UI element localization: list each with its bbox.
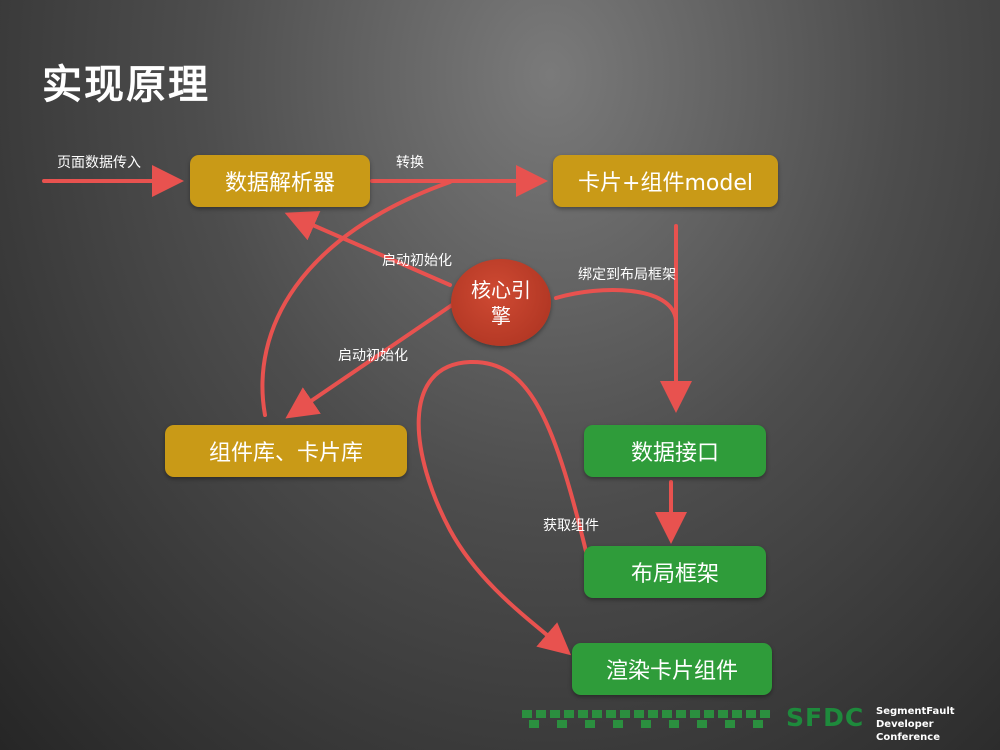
curve-library-convert [260, 180, 452, 417]
footer-pattern [522, 710, 770, 728]
library-node: 组件库、卡片库 [165, 425, 407, 477]
conference-line1: SegmentFault [876, 706, 955, 717]
curve-bind [554, 288, 678, 322]
layout-frame-label: 布局框架 [630, 562, 719, 587]
parser-node: 数据解析器 [190, 155, 370, 207]
conference-line2: Developer Conference [876, 719, 941, 743]
edge-label-convert: 转换 [396, 155, 424, 171]
arrow-init-library [285, 303, 454, 419]
parser-label: 数据解析器 [224, 171, 335, 196]
sfdc-logo: SFDC [786, 703, 865, 732]
engine-label: 核心引擎 [471, 277, 531, 328]
card-model-label: 卡片+组件model [578, 171, 753, 196]
conference-name: SegmentFault Developer Conference [876, 705, 1000, 744]
arrow-init-parser [284, 210, 452, 287]
edge-label-bind: 绑定到布局框架 [578, 267, 676, 283]
data-interface-label: 数据接口 [630, 441, 719, 466]
engine-node: 核心引擎 [451, 259, 551, 346]
data-interface-node: 数据接口 [584, 425, 766, 477]
library-label: 组件库、卡片库 [208, 441, 363, 466]
render-node: 渲染卡片组件 [572, 643, 772, 695]
edge-label-init-top: 启动初始化 [382, 253, 452, 269]
card-model-node: 卡片+组件model [553, 155, 778, 207]
layout-frame-node: 布局框架 [584, 546, 766, 598]
edge-label-get-component: 获取组件 [543, 518, 599, 534]
curve-get-component [416, 359, 592, 656]
edge-label-input: 页面数据传入 [57, 155, 141, 171]
render-label: 渲染卡片组件 [605, 659, 738, 684]
slide-title: 实现原理 [42, 62, 210, 108]
edge-label-init-bottom: 启动初始化 [338, 348, 408, 364]
